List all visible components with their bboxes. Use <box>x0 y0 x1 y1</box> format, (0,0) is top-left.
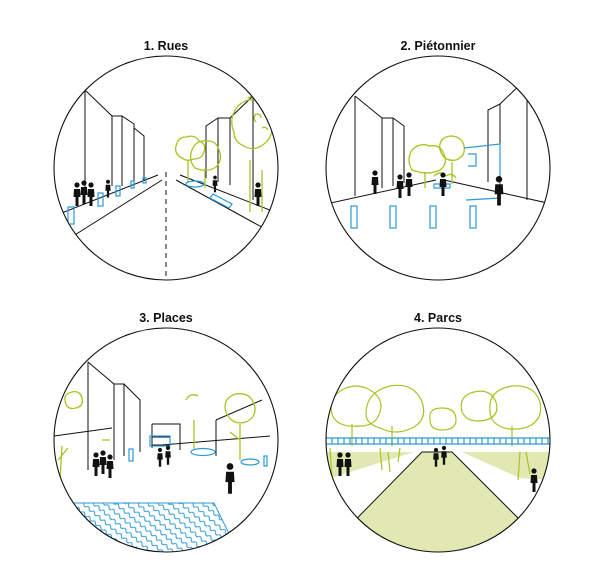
panel-title-pietonnier: 2. Piétonnier <box>400 39 476 53</box>
bollard-icon <box>429 205 437 229</box>
pedestrian-icon <box>157 447 163 467</box>
bollard-icon <box>130 180 135 189</box>
pedestrian-icon <box>165 445 171 465</box>
building-icon <box>354 95 405 196</box>
tree-icon <box>489 385 542 446</box>
tree-icon <box>231 99 273 212</box>
bollard-icon <box>469 205 477 229</box>
panel-title-parcs: 4. Parcs <box>414 311 462 325</box>
tree-icon <box>429 407 457 431</box>
building-icon <box>84 89 145 188</box>
tree-icon <box>224 393 256 460</box>
pedestrian-icon <box>225 463 235 494</box>
pedestrian-icon <box>494 176 504 206</box>
pedestrian-icon <box>80 180 88 204</box>
bollard-icon <box>142 177 147 184</box>
bollard-icon <box>389 205 397 229</box>
building-icon <box>205 95 254 200</box>
tree-icon <box>57 390 84 481</box>
panel-title-rues: 1. Rues <box>143 39 189 53</box>
tree-icon <box>365 384 425 446</box>
pedestrian-icon <box>99 450 107 474</box>
panel-title-places: 3. Places <box>139 311 193 325</box>
fence-icon <box>326 437 550 445</box>
pedestrian-icon <box>396 174 404 198</box>
tree-icon <box>330 385 382 446</box>
bench-icon <box>209 193 233 209</box>
pedestrian-icon <box>405 172 413 196</box>
tree-icon <box>460 390 498 422</box>
pedestrian-icon <box>92 452 100 476</box>
tree-icon <box>439 135 465 184</box>
pedestrian-icon <box>371 170 379 194</box>
bollard-icon <box>263 455 268 467</box>
panel-parcs <box>325 327 551 553</box>
tree-icon <box>189 140 222 188</box>
pedestrian-icon <box>106 454 114 478</box>
panel-pietonnier <box>325 55 551 281</box>
water-pond-icon <box>61 502 239 552</box>
building-icon <box>87 361 141 470</box>
building-icon <box>487 77 528 200</box>
pedestrian-icon <box>73 182 81 206</box>
panel-places <box>53 327 279 553</box>
bollard-icon <box>97 192 104 207</box>
bollard-icon <box>128 448 134 462</box>
bollard-icon <box>350 205 358 229</box>
pedestrian-icon <box>105 179 111 198</box>
panel-rues <box>53 55 279 281</box>
tree-icon <box>174 135 206 182</box>
pedestrian-icon <box>254 182 262 206</box>
tree-icon <box>408 144 446 188</box>
bollard-icon <box>115 185 121 197</box>
bollard-icon <box>67 206 75 225</box>
